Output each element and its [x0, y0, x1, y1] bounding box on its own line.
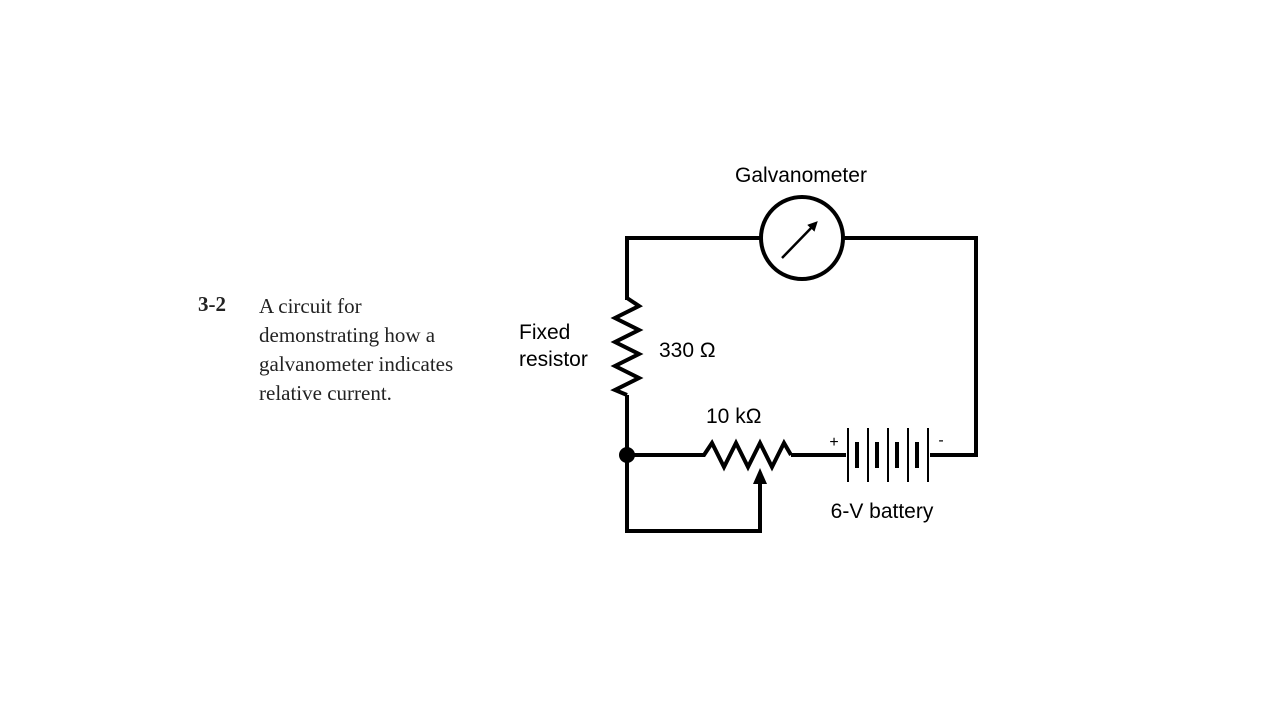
fixed-resistor-value: 330 Ω — [659, 339, 716, 362]
wire-top-right — [843, 236, 978, 457]
wire-top-left — [625, 236, 761, 300]
potentiometer-zigzag — [693, 438, 793, 472]
wiper-arrowhead — [753, 468, 767, 484]
fixed-resistor-zigzag — [610, 296, 644, 397]
fixed-resistor-label: Fixed — [519, 321, 570, 344]
galvanometer-needle-icon — [781, 221, 818, 259]
battery-label: 6-V battery — [831, 500, 934, 523]
battery-plus-sign: + — [829, 434, 838, 451]
battery-cells — [847, 428, 929, 482]
galvanometer-circle — [759, 195, 845, 281]
caption-line: galvanometer indicates — [259, 352, 454, 376]
potentiometer-value: 10 kΩ — [706, 405, 761, 428]
galvanometer-label: Galvanometer — [735, 164, 867, 187]
caption-line: relative current. — [259, 381, 392, 405]
junction-dot — [619, 447, 635, 463]
fixed-resistor-label: resistor — [519, 348, 588, 371]
caption-text: A circuit for demonstrating how a galvan… — [259, 292, 499, 408]
caption-line: demonstrating how a — [259, 323, 436, 347]
caption-line: A circuit for — [259, 294, 362, 318]
battery-minus-sign: - — [938, 432, 943, 449]
figure-number: 3-2 — [198, 292, 226, 316]
